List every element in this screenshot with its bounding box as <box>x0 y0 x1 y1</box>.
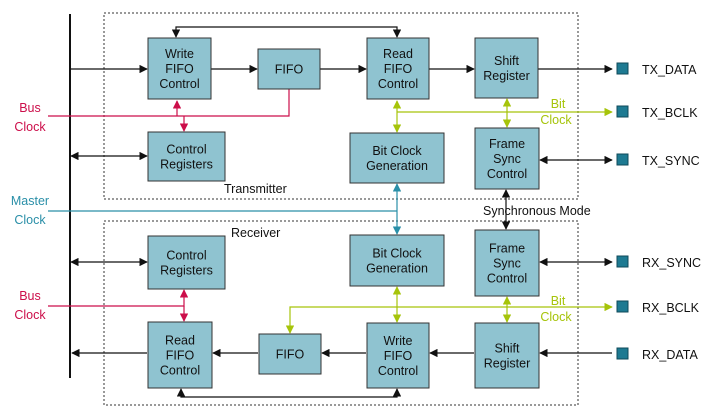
rx-bclk-signal: RX_BCLK <box>642 301 700 315</box>
rx-fifo-label: FIFO <box>276 348 305 362</box>
block-label-line: Control <box>378 364 418 378</box>
data-connectors <box>70 26 613 398</box>
rx-bclk-pin <box>616 300 629 313</box>
block-label-line: Sync <box>493 257 521 271</box>
rx-sync-signal: RX_SYNC <box>642 256 701 270</box>
block-label-line: Sync <box>493 152 521 166</box>
block-label-line: Generation <box>366 262 428 276</box>
rx-sync-pin <box>616 255 629 268</box>
block-label-line: Registers <box>160 264 213 278</box>
bit-clock-top-label-2: Clock <box>540 113 572 127</box>
block-label-line: Control <box>487 167 527 181</box>
master-clock-label-2: Clock <box>14 213 46 227</box>
rx-fifo-block: FIFO <box>258 333 322 375</box>
block-label-line: FIFO <box>384 62 413 76</box>
block-label-line: Generation <box>366 159 428 173</box>
bit-clock-top-label-1: Bit <box>551 97 566 111</box>
block-label-line: Shift <box>494 54 520 68</box>
block-label-line: Write <box>384 334 413 348</box>
receiver-label: Receiver <box>231 226 280 240</box>
block-label-line: FIFO <box>165 62 194 76</box>
block-label-line: Frame <box>489 242 525 256</box>
block-label-line: Control <box>166 249 206 263</box>
transmitter-boundary <box>103 12 579 200</box>
block-label-line: Read <box>383 47 413 61</box>
block-label-line: Control <box>160 364 200 378</box>
synchronous-mode-label: Synchronous Mode <box>483 204 591 218</box>
rx-data-pin <box>616 347 629 360</box>
block-label-line: Bit Clock <box>372 144 422 158</box>
tx-sync-pin <box>616 153 629 166</box>
tx-data-pin <box>616 62 629 75</box>
block-label-line: Control <box>159 77 199 91</box>
block-label-line: Register <box>483 69 530 83</box>
block-label-line: Register <box>484 357 531 371</box>
bus-clock-connectors <box>48 81 294 322</box>
bus-clock-bottom-label-2: Clock <box>14 308 46 322</box>
block-label-line: Frame <box>489 137 525 151</box>
block-label-line: FIFO <box>275 63 304 77</box>
block-label-line: Bit Clock <box>372 247 422 261</box>
block-label-line: Control <box>166 143 206 157</box>
block-label-line: Shift <box>494 342 520 356</box>
bit-clock-bottom-label-2: Clock <box>540 310 572 324</box>
block-label-line: FIFO <box>166 349 195 363</box>
tx-bclk-signal: TX_BCLK <box>642 106 698 120</box>
block-label-line: Control <box>378 77 418 91</box>
bit-clock-bottom-label-1: Bit <box>551 294 566 308</box>
bit-clock-connectors <box>285 98 613 334</box>
bus-clock-top-label-2: Clock <box>14 120 46 134</box>
tx-sync-signal: TX_SYNC <box>642 154 700 168</box>
rx-data-signal: RX_DATA <box>642 348 698 362</box>
master-clock-label-1: Master <box>11 194 49 208</box>
block-label-line: Read <box>165 334 195 348</box>
bus-clock-bottom-label-1: Bus <box>19 289 41 303</box>
tx-fifo-label: FIFO <box>275 63 304 77</box>
block-label-line: Registers <box>160 158 213 172</box>
tx-data-signal: TX_DATA <box>642 63 697 77</box>
tx-bclk-pin <box>616 105 629 118</box>
block-label-line: Write <box>165 47 194 61</box>
bus-clock-top-label-1: Bus <box>19 101 41 115</box>
tx-fifo-block: FIFO <box>257 48 321 90</box>
master-clock-connectors <box>48 183 402 235</box>
block-label-line: FIFO <box>384 349 413 363</box>
transmitter-label: Transmitter <box>224 182 287 196</box>
block-label-line: Control <box>487 272 527 286</box>
block-label-line: FIFO <box>276 348 305 362</box>
